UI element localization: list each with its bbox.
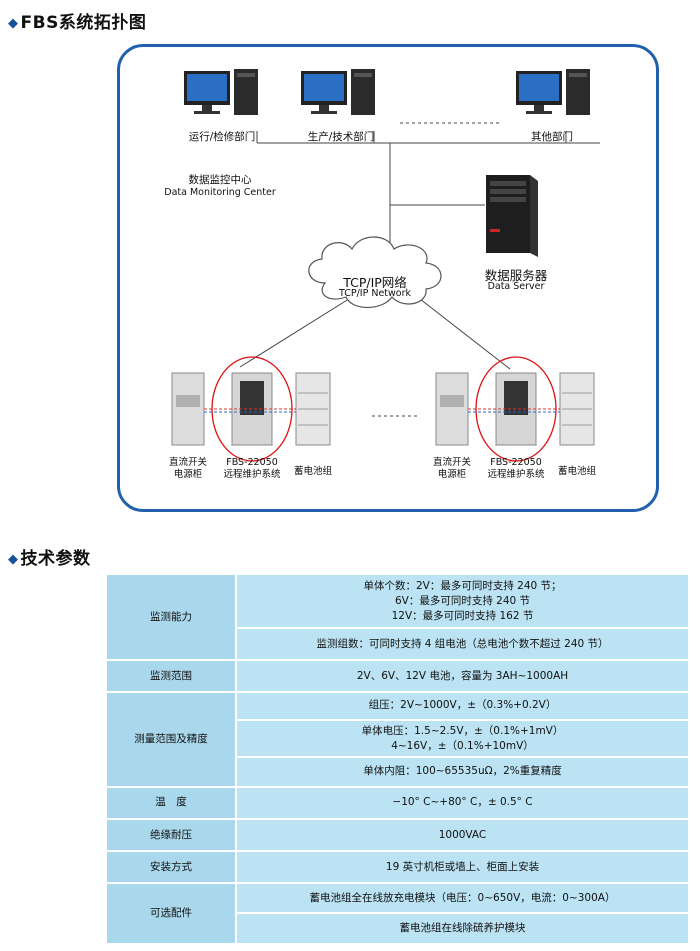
table-row: 蓄电池组在线除硫养护模块 [106, 911, 690, 946]
table-row: 单体电压：1.5~2.5V，±（0.1%+1mV） 4~16V，±（0.1%+1… [106, 718, 690, 759]
department-label: 其他部门 [531, 131, 573, 143]
param-value: 组压：2V~1000V，±（0.3%+0.2V） [235, 690, 690, 721]
param-value: 蓄电池组在线除硫养护模块 [235, 911, 690, 946]
table-row: 可选配件 蓄电池组全在线放充电模块（电压：0~650V，电流：0~300A） [105, 882, 690, 945]
cloud-icon [308, 236, 442, 309]
battery-label: 蓄电池组 [557, 466, 597, 477]
param-value: 2V、6V、12V 电池，容量为 3AH~1000AH [235, 659, 690, 693]
param-value: −10° C~+80° C，± 0.5° C [235, 785, 690, 820]
dc-cabinet-label: 直流开关电源柜 [168, 457, 208, 480]
topology-graphics [171, 69, 600, 462]
table-row: 温 度 −10° C~+80° C，± 0.5° C [105, 785, 690, 820]
department-label: 运行/检修部门 [188, 131, 256, 143]
table-row: 安装方式 19 英寸机柜或墙上、柜面上安装 [105, 850, 690, 885]
network-bus-lines [239, 131, 600, 370]
param-name: 测量范围及精度 [105, 690, 237, 788]
param-value: 蓄电池组全在线放充电模块（电压：0~650V，电流：0~300A） [235, 882, 690, 914]
server-label: 数据服务器 [484, 268, 548, 283]
monitoring-center-label-en: Data Monitoring Center [164, 187, 276, 198]
table-row: 监测能力 单体个数：2V：最多可同时支持 240 节； 6V：最多可同时支持 2… [105, 572, 690, 662]
spec-table: 监测能力 单体个数：2V：最多可同时支持 240 节； 6V：最多可同时支持 2… [105, 572, 690, 946]
section-title-text: 技术参数 [20, 549, 91, 569]
network-label-en: TCP/IP Network [338, 288, 412, 299]
site-connection-lines [204, 408, 296, 413]
param-name: 可选配件 [105, 882, 237, 945]
table-row: 单体内阻：100~65535uΩ，2%重复精度 [106, 756, 690, 788]
server-icon [486, 175, 538, 257]
battery-cabinet-icon [559, 372, 595, 446]
server-label-en: Data Server [487, 281, 545, 292]
topology-diagram: 运行/检修部门 生产/技术部门 其他部门 数据监控中心 Data Monitor… [117, 44, 659, 512]
diamond-bullet-icon: ◆ [8, 16, 19, 31]
diamond-bullet-icon: ◆ [8, 552, 19, 567]
computer-icon [301, 69, 375, 115]
battery-cabinet-icon [295, 372, 331, 446]
param-value: 1000VAC [235, 817, 690, 853]
fbs-highlight-circle [475, 356, 557, 462]
param-value: 单体电压：1.5~2.5V，±（0.1%+1mV） 4~16V，±（0.1%+1… [235, 718, 690, 759]
monitoring-center-label: 数据监控中心 [188, 174, 252, 186]
department-label: 生产/技术部门 [307, 131, 375, 143]
param-value: 19 英寸机柜或墙上、柜面上安装 [235, 850, 690, 885]
computer-icon [516, 69, 590, 115]
section-title-topology: ◆FBS系统拓扑图 [8, 8, 146, 33]
table-row: 监测范围 2V、6V、12V 电池，容量为 3AH~1000AH [105, 659, 690, 693]
computer-icon [184, 69, 258, 115]
dc-cabinet-label: 直流开关电源柜 [432, 457, 472, 480]
param-value: 单体内阻：100~65535uΩ，2%重复精度 [235, 756, 690, 788]
param-name: 监测范围 [105, 659, 237, 693]
param-name: 绝缘耐压 [105, 817, 237, 853]
section-title-specs: ◆技术参数 [8, 544, 91, 569]
param-value: 单体个数：2V：最多可同时支持 240 节； 6V：最多可同时支持 240 节 … [235, 572, 690, 630]
table-row: 绝缘耐压 1000VAC [105, 817, 690, 853]
battery-label: 蓄电池组 [293, 466, 333, 477]
table-row: 测量范围及精度 组压：2V~1000V，±（0.3%+0.2V） [105, 690, 690, 788]
param-value: 监测组数：可同时支持 4 组电池（总电池个数不超过 240 节） [235, 627, 690, 662]
section-title-text: FBS系统拓扑图 [20, 13, 147, 33]
table-row: 监测组数：可同时支持 4 组电池（总电池个数不超过 240 节） [106, 627, 690, 662]
site-connection-lines [468, 408, 560, 413]
fbs-highlight-circle [211, 356, 293, 462]
network-label: TCP/IP网络 [343, 275, 407, 290]
param-name: 安装方式 [105, 850, 237, 885]
param-name: 监测能力 [105, 572, 237, 662]
dc-cabinet-icon [435, 372, 469, 446]
dc-cabinet-icon [171, 372, 205, 446]
param-name: 温 度 [105, 785, 237, 820]
